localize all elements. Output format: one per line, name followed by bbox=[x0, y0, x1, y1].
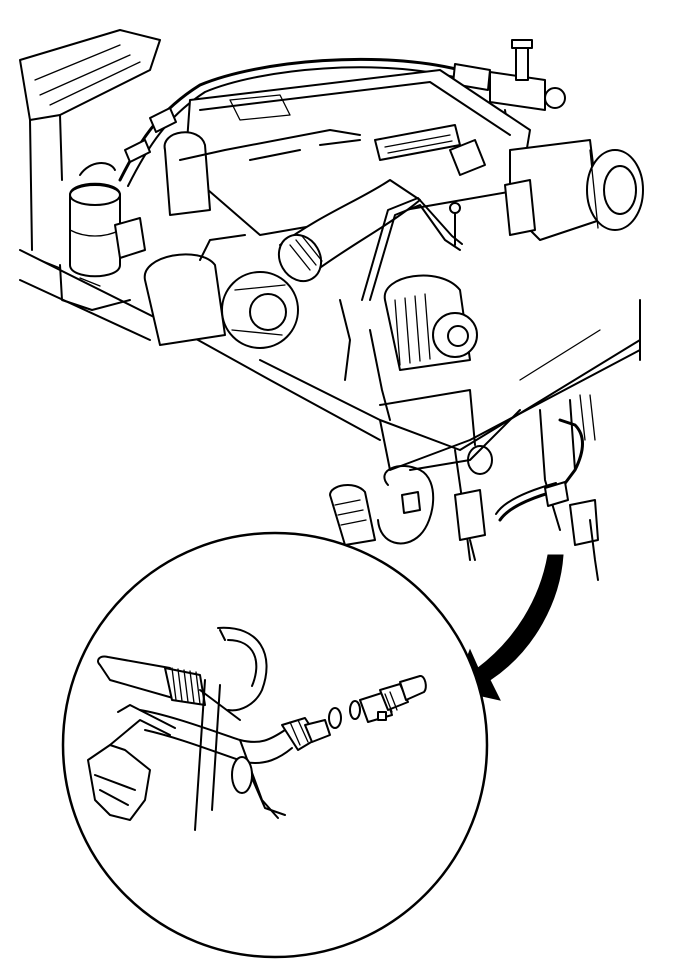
left-fender bbox=[19, 29, 381, 441]
fitting-nut bbox=[281, 717, 331, 751]
refrigerant-tube bbox=[139, 709, 293, 819]
callout-ring bbox=[329, 465, 486, 561]
throttle-body bbox=[449, 139, 644, 241]
hose-boot bbox=[97, 655, 241, 721]
alternator bbox=[383, 274, 478, 371]
detail-inset bbox=[61, 531, 489, 959]
radiator-support bbox=[259, 299, 641, 561]
o-ring-seals bbox=[328, 700, 361, 729]
service-connector bbox=[359, 675, 427, 723]
hose-clip bbox=[87, 704, 176, 821]
accumulator-canister bbox=[59, 162, 131, 311]
engine-compartment bbox=[19, 29, 644, 581]
refrigerant-hose-upper bbox=[118, 57, 491, 187]
fuel-lines bbox=[339, 197, 463, 421]
compressor-assembly bbox=[114, 217, 299, 349]
lower-bracket bbox=[495, 394, 599, 581]
support-bracket bbox=[194, 626, 268, 831]
